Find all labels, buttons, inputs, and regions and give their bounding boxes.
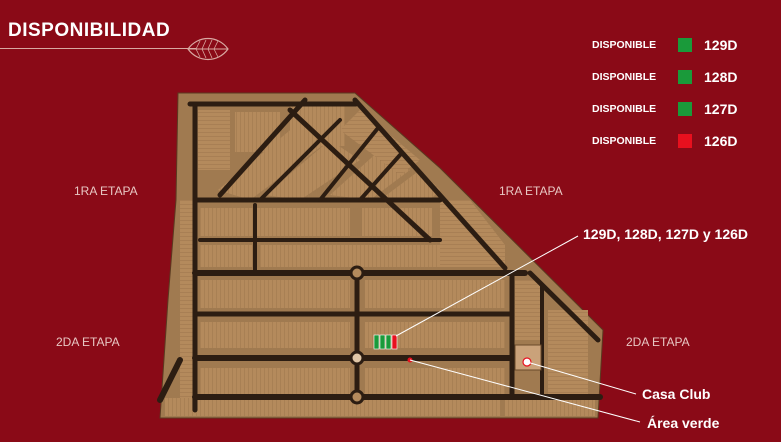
callout-line-lots xyxy=(395,235,579,337)
block xyxy=(200,322,350,348)
legend-status: DISPONIBLE xyxy=(592,135,657,147)
block xyxy=(165,398,500,416)
callout-lots: 129D, 128D, 127D y 126D xyxy=(583,226,748,242)
roundabout xyxy=(349,350,365,366)
stage-label: 2DA ETAPA xyxy=(56,335,120,349)
legend-code: 126D xyxy=(704,133,738,149)
lot-128d xyxy=(379,334,386,350)
block xyxy=(180,200,194,400)
legend-code: 129D xyxy=(704,37,738,53)
legend-swatch-available xyxy=(678,70,692,84)
page-title: DISPONIBILIDAD xyxy=(8,20,171,41)
roundabout xyxy=(349,265,365,281)
callout-line-green xyxy=(409,359,641,423)
block xyxy=(515,280,540,340)
block xyxy=(200,245,252,267)
legend-swatch-highlight xyxy=(678,134,692,148)
callout-club: Casa Club xyxy=(642,386,711,402)
block xyxy=(200,280,350,308)
block xyxy=(218,122,330,200)
block xyxy=(340,110,420,175)
legend-swatch-available xyxy=(678,38,692,52)
stage-label: 1RA ETAPA xyxy=(74,184,138,198)
block xyxy=(200,368,350,394)
callout-line-club xyxy=(526,361,637,395)
leaf-icon xyxy=(187,37,229,61)
roundabout xyxy=(349,389,365,405)
block xyxy=(200,208,350,236)
legend-item-126d: DISPONIBLE 126D xyxy=(592,133,737,149)
legend-code: 127D xyxy=(704,101,738,117)
legend-item-129d: DISPONIBLE 129D xyxy=(592,37,737,53)
legend-status: DISPONIBLE xyxy=(592,39,657,51)
callout-green-area: Área verde xyxy=(647,415,720,431)
stage-label: 2DA ETAPA xyxy=(626,335,690,349)
lot-129d xyxy=(373,334,380,350)
block xyxy=(198,110,230,170)
title-underline xyxy=(0,48,196,49)
stage-label: 1RA ETAPA xyxy=(499,184,563,198)
legend-code: 128D xyxy=(704,69,738,85)
block xyxy=(365,280,505,308)
block xyxy=(505,396,595,416)
legend-status: DISPONIBLE xyxy=(592,103,657,115)
block xyxy=(365,368,505,394)
legend-status: DISPONIBLE xyxy=(592,71,657,83)
legend-item-128d: DISPONIBLE 128D xyxy=(592,69,737,85)
legend-swatch-available xyxy=(678,102,692,116)
legend-item-127d: DISPONIBLE 127D xyxy=(592,101,737,117)
lot-126d xyxy=(391,334,398,350)
lot-127d xyxy=(385,334,392,350)
